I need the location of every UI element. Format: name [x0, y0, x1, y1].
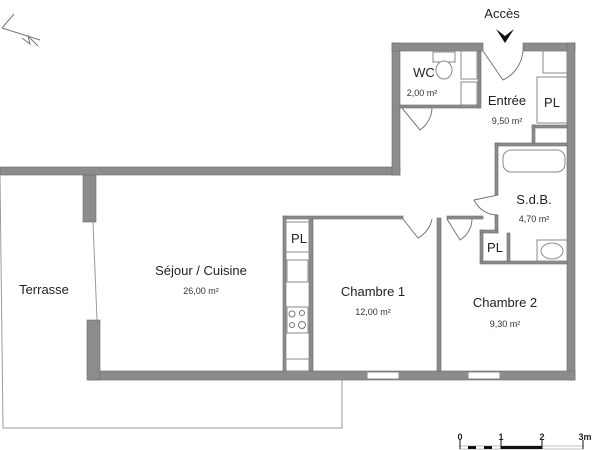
room-entree-label: Entrée	[488, 93, 526, 108]
room-entree-area: 9,50 m²	[492, 116, 523, 126]
scale-tick-0: 0	[457, 432, 462, 442]
room-wc-area: 2,00 m²	[407, 88, 438, 98]
room-sejour-area: 26,00 m²	[183, 286, 219, 296]
room-sdb-area: 4,70 m²	[519, 214, 550, 224]
room-sejour-label: Séjour / Cuisine	[155, 263, 247, 278]
closet-label-entree: PL	[544, 95, 560, 110]
fixtures	[285, 50, 568, 372]
scale-tick-3: 3m	[578, 432, 591, 442]
north-arrow-icon	[1, 13, 41, 47]
closet-label-cuisine: PL	[291, 231, 307, 246]
room-chambre2-area: 9,30 m²	[490, 319, 521, 329]
cooktop-icon	[286, 306, 309, 334]
access-arrow-icon	[496, 29, 514, 43]
scale-tick-1: 1	[498, 432, 503, 442]
room-terrasse-label: Terrasse	[19, 282, 69, 297]
room-chambre1-area: 12,00 m²	[355, 307, 391, 317]
scale-bar: 0 1 2 3m	[457, 432, 592, 450]
toilet-icon	[435, 60, 453, 80]
access-label: Accès	[484, 6, 520, 21]
bathtub-icon	[502, 149, 566, 173]
doors	[401, 50, 524, 241]
interior-walls	[282, 50, 568, 372]
terrace-outline	[0, 174, 343, 429]
room-sdb-label: S.d.B.	[516, 192, 551, 207]
exterior-walls	[0, 42, 576, 381]
closet-label-sdb: PL	[487, 240, 503, 255]
scale-tick-2: 2	[539, 432, 544, 442]
room-wc-label: WC	[413, 65, 435, 80]
room-chambre2-label: Chambre 2	[473, 295, 537, 310]
sink-icon	[540, 242, 564, 260]
room-chambre1-label: Chambre 1	[341, 284, 405, 299]
kitchen-sink-icon	[286, 259, 309, 283]
